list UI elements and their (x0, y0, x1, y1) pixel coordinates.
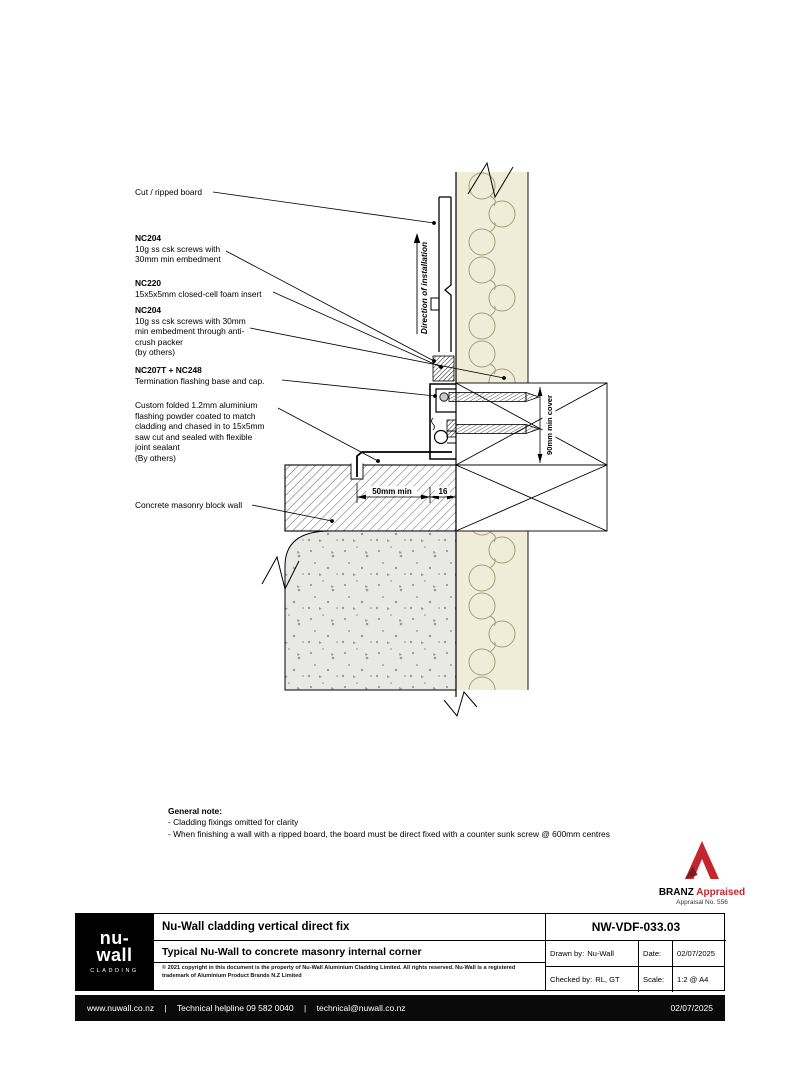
logo-line-2: wall (96, 945, 133, 965)
dim-90-label: 90mm min cover (545, 395, 554, 455)
general-note-line: - Cladding fixings omitted for clarity (168, 817, 299, 828)
date-label-cell: Date: (638, 941, 672, 967)
date-value: 02/07/2025 (677, 948, 716, 958)
screw-fixing-upper (439, 391, 541, 403)
label-masonry-wall: Concrete masonry block wall (135, 500, 295, 511)
leader-lines (212, 191, 506, 523)
logo-subtitle: CLADDING (90, 967, 139, 974)
label-body: Custom folded 1.2mm aluminium flashing p… (135, 400, 265, 463)
dimension-50mm: 50mm min 16 (356, 483, 456, 503)
nuwall-logo: nu- wall CLADDING (76, 914, 153, 990)
date-value-cell: 02/07/2025 (672, 941, 724, 967)
direction-label: Direction of installation (419, 242, 429, 334)
footer-helpline: Technical helpline 09 582 0040 (176, 1003, 294, 1013)
label-title: NC204 (135, 305, 162, 315)
technical-drawing: Direction of installation (212, 161, 608, 718)
break-symbol-top (467, 161, 514, 199)
insulation-batts-lower (456, 531, 528, 690)
label-termination-flashing: NC207T + NC248 Termination flashing base… (135, 365, 295, 386)
branz-appraised-mark: BRANZ Appraised Appraisal No. 556 (642, 840, 762, 906)
label-nc204-upper: NC204 10g ss csk screws with 30mm min em… (135, 233, 247, 265)
label-body: 10g ss csk screws with 30mm min embedmen… (135, 315, 246, 358)
general-note-heading: General note: (168, 806, 222, 816)
anti-crush-packer (446, 419, 457, 438)
label-custom-flashing: Custom folded 1.2mm aluminium flashing p… (135, 400, 283, 463)
drawn-by-label: Drawn by: (550, 948, 585, 958)
dimension-90mm: 90mm min cover (537, 387, 556, 463)
label-cut-ripped-board: Cut / ripped board (135, 187, 247, 198)
drawing-title: Typical Nu-Wall to concrete masonry inte… (154, 941, 545, 963)
direction-arrow (413, 233, 421, 243)
label-title: NC204 (135, 233, 162, 243)
title-block-meta: NW-VDF-033.03 Drawn by: Nu-Wall Date: 02… (546, 914, 726, 993)
footer-bar: www.nuwall.co.nz | Technical helpline 09… (75, 995, 725, 1021)
branz-logo-icon (685, 841, 719, 879)
masonry-blocks (455, 382, 608, 532)
direction-of-installation: Direction of installation (413, 233, 429, 334)
break-symbol-bottom (443, 690, 478, 718)
date-label: Date: (643, 948, 662, 958)
series-title: Nu-Wall cladding vertical direct fix (154, 914, 545, 941)
drawn-by-cell: Drawn by: Nu-Wall (546, 941, 638, 967)
label-nc220: NC220 15x5x5mm closed-cell foam insert (135, 278, 295, 299)
cut-ripped-board-profile (430, 196, 452, 352)
title-block: nu- wall CLADDING Nu-Wall cladding verti… (75, 913, 726, 993)
branz-brand: BRANZ (658, 887, 694, 898)
label-body: Cut / ripped board (135, 187, 203, 197)
dim-16-label: 16 (439, 487, 448, 496)
title-block-titles: Nu-Wall cladding vertical direct fix Typ… (153, 914, 546, 990)
screw-fixing-lower (455, 423, 541, 435)
scale-value-cell: 1:2 @ A4 (672, 966, 724, 992)
footer-contact: www.nuwall.co.nz | Technical helpline 09… (87, 1003, 406, 1013)
logo-line-1: nu- (99, 928, 130, 949)
label-nc204-lower: NC204 10g ss csk screws with 30mm min em… (135, 305, 270, 358)
footer-date: 02/07/2025 (670, 1003, 713, 1013)
insulation-batts-upper (456, 172, 528, 383)
copyright-note: © 2021 copyright in this document is the… (162, 965, 516, 979)
break-symbol-left (261, 555, 300, 591)
masonry-hatch-shell (284, 463, 457, 532)
dim-50-label: 50mm min (372, 487, 412, 496)
scale-label-cell: Scale: (638, 966, 672, 992)
footer-separator: | (164, 1003, 167, 1013)
concrete-fill (284, 530, 457, 691)
doc-number: NW-VDF-033.03 (546, 914, 726, 941)
label-body: Termination flashing base and cap. (135, 375, 265, 386)
foam-insert (432, 355, 455, 382)
scale-label: Scale: (643, 974, 665, 984)
label-body: Concrete masonry block wall (135, 500, 243, 510)
checked-by-cell: Checked by: RL, GT (546, 967, 638, 993)
label-title: NC220 (135, 278, 162, 288)
scale-value: 1:2 @ A4 (677, 974, 709, 984)
footer-website: www.nuwall.co.nz (87, 1003, 155, 1013)
drawn-by-value: Nu-Wall (587, 948, 614, 958)
branz-appraised-text: Appraised (696, 887, 746, 898)
label-body: 15x5x5mm closed-cell foam insert (135, 288, 262, 299)
label-body: 10g ss csk screws with 30mm min embedmen… (135, 243, 221, 265)
checked-by-value: RL, GT (595, 974, 620, 984)
custom-flashing-profile (356, 451, 452, 477)
label-title: NC207T + NC248 (135, 365, 202, 375)
general-note: General note: - Cladding fixings omitted… (168, 806, 758, 840)
footer-separator: | (304, 1003, 307, 1013)
checked-by-label: Checked by: (550, 974, 593, 984)
footer-email: technical@nuwall.co.nz (316, 1003, 406, 1013)
general-note-line: - When finishing a wall with a ripped bo… (168, 828, 610, 839)
branz-appraisal-number: Appraisal No. 556 (676, 899, 728, 906)
